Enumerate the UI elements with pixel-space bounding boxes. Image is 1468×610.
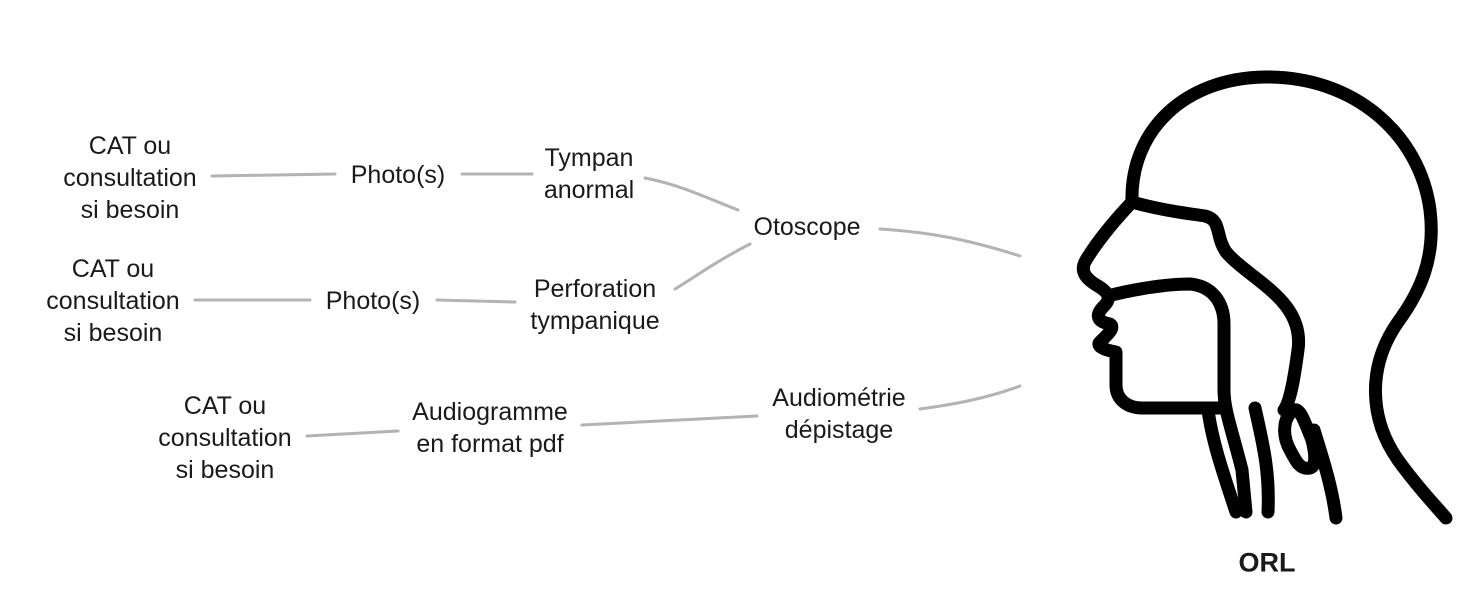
node-tympan-anormal: Tympan anormal bbox=[543, 144, 635, 204]
node-cat-consultation-3: CAT ou consultation si besoin bbox=[158, 392, 292, 484]
head-profile-throat-icon bbox=[1076, 70, 1453, 525]
connector-orl-audiometrie bbox=[918, 384, 1022, 411]
orl-title: ORL bbox=[1238, 547, 1296, 578]
connector-otoscope-tympan bbox=[643, 176, 740, 212]
connector-photos1-cat1 bbox=[210, 172, 337, 178]
node-otoscope: Otoscope bbox=[753, 213, 861, 241]
connector-perforation-photos2 bbox=[435, 298, 517, 304]
node-audiogramme-pdf: Audiogramme en format pdf bbox=[412, 398, 568, 458]
node-photos-1: Photo(s) bbox=[350, 161, 446, 189]
connector-orl-otoscope bbox=[878, 227, 1022, 258]
node-audiometrie-depistage: Audiométrie dépistage bbox=[772, 384, 906, 444]
connector-audiometrie-audiogramme bbox=[580, 414, 759, 427]
connector-otoscope-perforation bbox=[673, 242, 752, 291]
node-cat-consultation-2: CAT ou consultation si besoin bbox=[46, 255, 180, 347]
node-photos-2: Photo(s) bbox=[325, 287, 421, 315]
node-cat-consultation-1: CAT ou consultation si besoin bbox=[63, 132, 197, 224]
connector-audiogramme-cat3 bbox=[305, 429, 400, 438]
node-perforation-tympanique: Perforation tympanique bbox=[530, 275, 660, 335]
